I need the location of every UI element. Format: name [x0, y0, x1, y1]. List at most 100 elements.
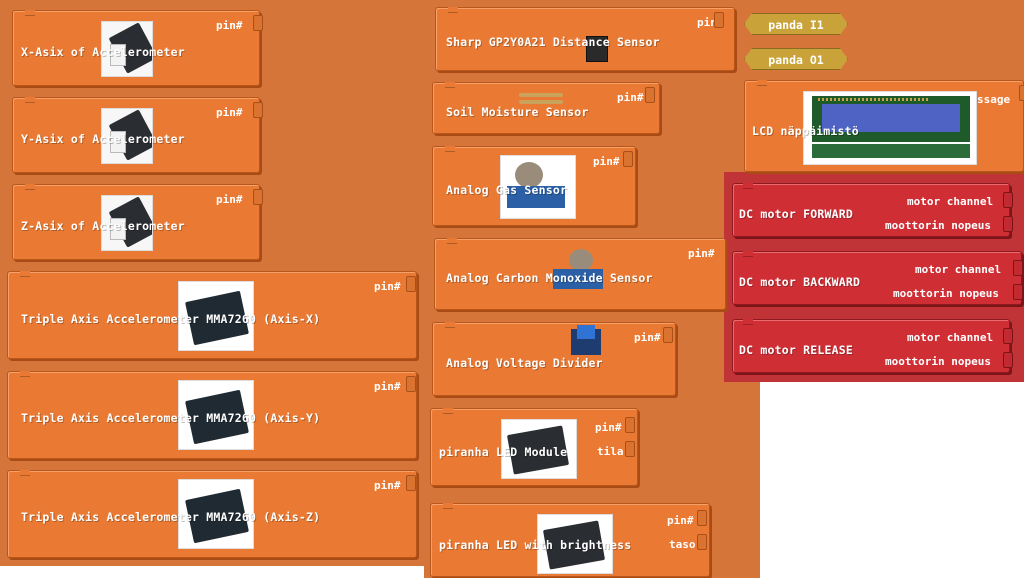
block-label: Triple Axis Accelerometer MMA7260 (Axis-…: [21, 312, 321, 326]
block-analog-co-sensor[interactable]: Analog Carbon Monoxide Sensor pin#: [434, 238, 726, 310]
block-notch: [743, 319, 753, 325]
pin-socket[interactable]: [623, 151, 633, 167]
motor-channel-socket[interactable]: [1013, 260, 1023, 276]
distance-sensor-image: [586, 36, 608, 62]
pin-socket[interactable]: [645, 87, 655, 103]
block-label: Analog Gas Sensor: [446, 183, 568, 197]
block-notch: [443, 408, 453, 414]
pin-label: pin#: [634, 331, 661, 344]
pin-socket[interactable]: [406, 276, 416, 292]
pin-socket[interactable]: [253, 102, 263, 118]
pin-socket[interactable]: [406, 376, 416, 392]
soil-sensor-image: [519, 87, 563, 107]
block-triple-axis-z[interactable]: Triple Axis Accelerometer MMA7260 (Axis-…: [7, 470, 417, 558]
block-notch: [447, 238, 457, 244]
motor-speed-label: moottorin nopeus: [893, 287, 999, 300]
block-notch: [448, 7, 458, 13]
block-notch: [25, 97, 35, 103]
pin-label: pin#: [595, 421, 622, 434]
block-label: Triple Axis Accelerometer MMA7260 (Axis-…: [21, 510, 321, 524]
block-label: Z-Asix of Accelerometer: [21, 219, 185, 233]
pin-label: pin#: [593, 155, 620, 168]
block-z-axis-accelerometer[interactable]: Z-Asix of Accelerometer pin#: [12, 184, 263, 260]
pin-label: pin#: [688, 247, 715, 260]
pin-socket[interactable]: [253, 15, 263, 31]
block-piranha-led-brightness[interactable]: piranha LED with brightness pin# taso: [430, 503, 710, 577]
block-notch: [20, 470, 30, 476]
motor-speed-label: moottorin nopeus: [885, 355, 991, 368]
block-label: Soil Moisture Sensor: [446, 105, 589, 119]
tila-label: tila: [597, 445, 624, 458]
block-label: Y-Asix of Accelerometer: [21, 132, 185, 146]
block-piranha-led-module[interactable]: piranha LED Module pin# tila: [430, 408, 638, 486]
block-label: DC motor BACKWARD: [739, 275, 861, 289]
taso-label: taso: [669, 538, 696, 551]
block-notch: [25, 10, 35, 16]
block-label: Triple Axis Accelerometer MMA7260 (Axis-…: [21, 411, 321, 425]
accelerometer-module-image: [101, 195, 153, 251]
block-y-axis-accelerometer[interactable]: Y-Asix of Accelerometer pin#: [12, 97, 263, 173]
pin-socket[interactable]: [663, 327, 673, 343]
pin-label: pin#: [667, 514, 694, 527]
motor-channel-label: motor channel: [907, 195, 994, 208]
block-label: LCD näppäimistö: [752, 124, 859, 138]
taso-socket[interactable]: [697, 534, 707, 550]
block-dc-motor-release[interactable]: DC motor RELEASE motor channel moottorin…: [732, 319, 1013, 373]
pin-label: pin#: [617, 91, 644, 104]
message-socket[interactable]: [1019, 85, 1024, 101]
pin-label: pin#: [374, 280, 401, 293]
block-panda-o1[interactable]: panda O1: [744, 48, 848, 70]
block-analog-gas-sensor[interactable]: Analog Gas Sensor pin#: [432, 146, 636, 226]
tila-socket[interactable]: [625, 441, 635, 457]
block-label: X-Asix of Accelerometer: [21, 45, 185, 59]
block-dc-motor-backward[interactable]: DC motor BACKWARD motor channel moottori…: [732, 251, 1023, 305]
pin-socket[interactable]: [253, 189, 263, 205]
co-sensor-image: [549, 247, 605, 295]
voltage-divider-image: [555, 323, 619, 357]
block-dc-motor-forward[interactable]: DC motor FORWARD motor channel moottorin…: [732, 183, 1013, 237]
block-triple-axis-y[interactable]: Triple Axis Accelerometer MMA7260 (Axis-…: [7, 371, 417, 459]
block-label: piranha LED Module: [439, 445, 568, 459]
pin-label: pin#: [216, 106, 243, 119]
block-x-axis-accelerometer[interactable]: X-Asix of Accelerometer pin#: [12, 10, 263, 86]
block-label: DC motor RELEASE: [739, 343, 853, 357]
motor-speed-label: moottorin nopeus: [885, 219, 991, 232]
block-notch: [20, 271, 30, 277]
accelerometer-module-image: [101, 21, 153, 77]
piranha-led-image: [501, 419, 577, 479]
block-panda-i1[interactable]: panda I1: [744, 13, 848, 35]
message-label: ssage: [977, 93, 1011, 106]
pin-socket[interactable]: [697, 510, 707, 526]
block-notch: [25, 184, 35, 190]
block-notch: [445, 82, 455, 88]
pin-label: pin#: [216, 193, 243, 206]
block-soil-moisture-sensor[interactable]: Soil Moisture Sensor pin#: [432, 82, 660, 134]
block-notch: [743, 183, 753, 189]
pin-label: pin#: [374, 479, 401, 492]
pin-socket[interactable]: [625, 417, 635, 433]
motor-channel-socket[interactable]: [1003, 328, 1013, 344]
motor-speed-socket[interactable]: [1013, 284, 1023, 300]
block-lcd-keypad[interactable]: LCD näppäimistö ssage: [744, 80, 1024, 172]
pin-socket[interactable]: [406, 475, 416, 491]
block-notch: [445, 146, 455, 152]
lcd-module-image: [803, 91, 977, 165]
motor-speed-socket[interactable]: [1003, 352, 1013, 368]
mma7260-module-image: [178, 380, 254, 450]
block-label: Analog Carbon Monoxide Sensor: [446, 271, 653, 285]
block-notch: [743, 251, 753, 257]
mma7260-module-image: [178, 281, 254, 351]
accelerometer-module-image: [101, 108, 153, 164]
block-notch: [443, 503, 453, 509]
block-analog-voltage-divider[interactable]: Analog Voltage Divider pin#: [432, 322, 676, 396]
block-notch: [445, 322, 455, 328]
mma7260-module-image: [178, 479, 254, 549]
motor-speed-socket[interactable]: [1003, 216, 1013, 232]
motor-channel-label: motor channel: [915, 263, 1002, 276]
pin-socket[interactable]: [714, 12, 724, 28]
motor-channel-socket[interactable]: [1003, 192, 1013, 208]
block-triple-axis-x[interactable]: Triple Axis Accelerometer MMA7260 (Axis-…: [7, 271, 417, 359]
pin-label: pin#: [374, 380, 401, 393]
block-sharp-distance-sensor[interactable]: Sharp GP2Y0A21 Distance Sensor pin#: [435, 7, 735, 71]
block-notch: [757, 80, 767, 86]
